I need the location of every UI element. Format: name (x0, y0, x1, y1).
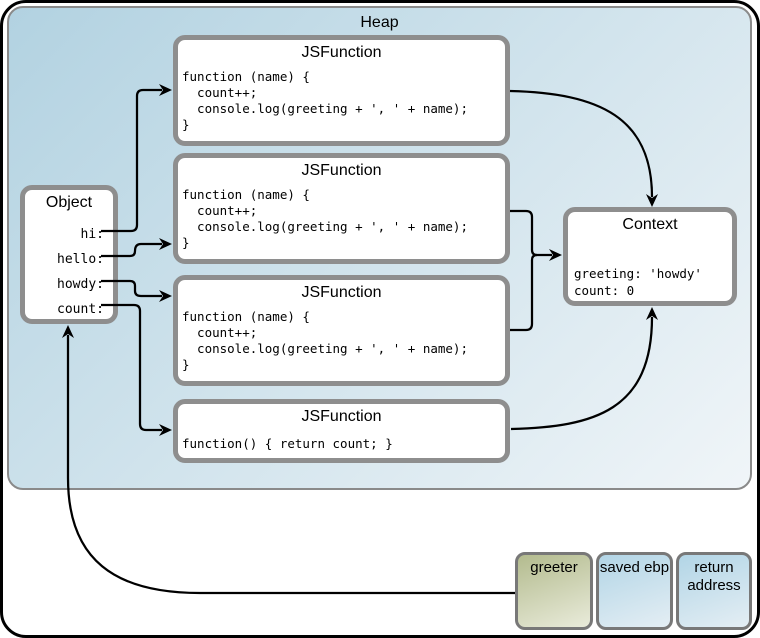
jsfunction-code: function (name) { count++; console.log(g… (182, 69, 468, 132)
jsfunction-title: JSFunction (301, 44, 382, 61)
stack-frame-return-address: return address (676, 552, 752, 630)
jsfunction-code: function (name) { count++; console.log(g… (182, 187, 468, 250)
object-properties: hi: hello: howdy: count: (25, 222, 113, 322)
stack-frame-label: saved ebp (599, 559, 670, 576)
context-title: Context (622, 216, 678, 233)
heap-title: Heap (360, 14, 399, 31)
context-body: greeting: 'howdy' count: 0 (574, 266, 702, 298)
object-property-hi: hi: (80, 227, 104, 242)
object-property-howdy: howdy: (57, 277, 104, 292)
context-box: Context greeting: 'howdy' count: 0 (563, 207, 737, 306)
jsfunction-title: JSFunction (301, 284, 382, 301)
jsfunction-box-1: JSFunction function (name) { count++; co… (173, 35, 510, 146)
jsfunction-code: function() { return count; } (182, 436, 393, 451)
object-box: Object hi: hello: howdy: count: (20, 185, 118, 324)
jsfunction-box-4: JSFunction function() { return count; } (173, 399, 510, 463)
object-property-hello: hello: (57, 252, 104, 267)
stack-frame-label: return address (687, 559, 741, 594)
stack-frame-saved-ebp: saved ebp (596, 552, 673, 630)
jsfunction-box-2: JSFunction function (name) { count++; co… (173, 153, 510, 264)
object-title: Object (45, 194, 93, 211)
jsfunction-title: JSFunction (301, 162, 382, 179)
jsfunction-code: function (name) { count++; console.log(g… (182, 309, 468, 372)
jsfunction-title: JSFunction (301, 408, 382, 425)
jsfunction-box-3: JSFunction function (name) { count++; co… (173, 275, 510, 386)
stack-frame-greeter: greeter (515, 552, 593, 630)
object-property-count: count: (57, 302, 104, 317)
stack-frame-label: greeter (530, 559, 578, 576)
